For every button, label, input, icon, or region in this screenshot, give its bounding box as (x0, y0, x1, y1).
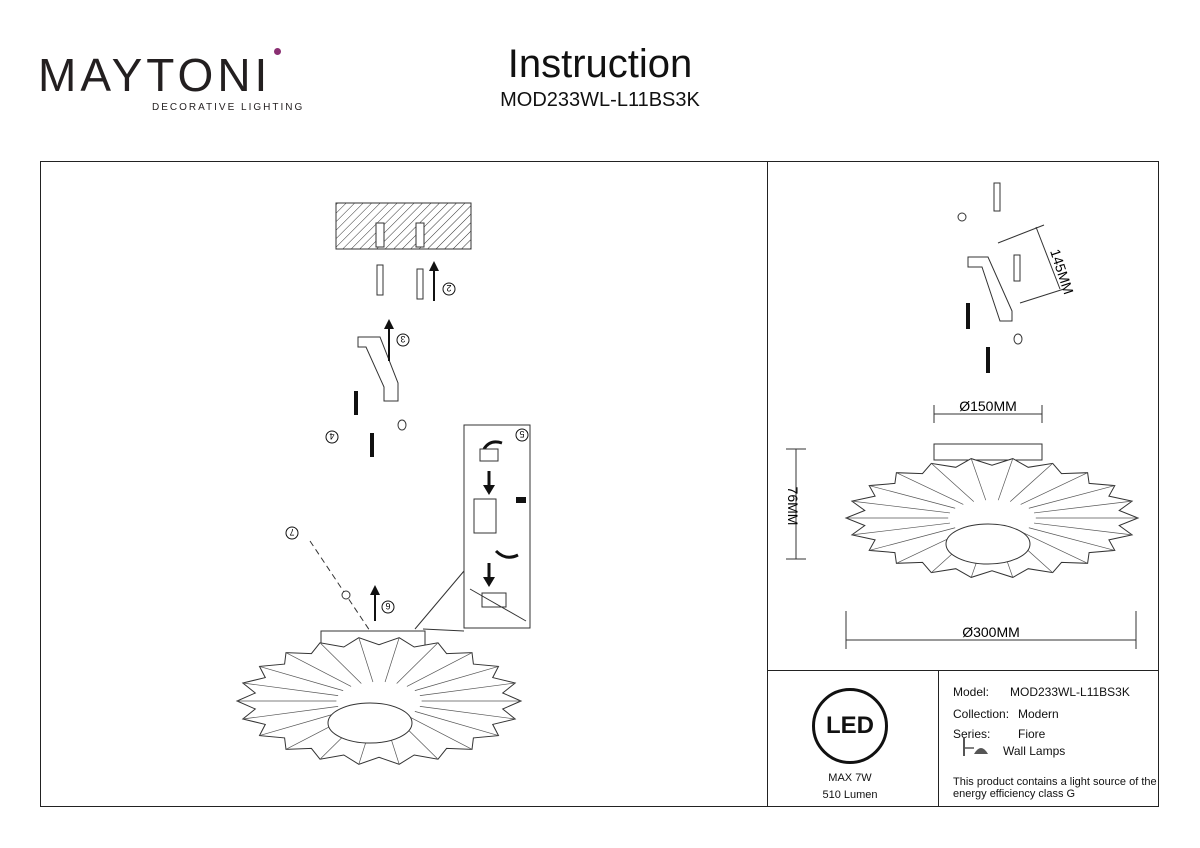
energy-line-2: energy efficiency class G (953, 788, 1076, 800)
mounting-bracket-icon (357, 336, 399, 402)
installation-diagram: 2 3 4 5 7 6 (235, 202, 531, 765)
shade-dimension: Ø300MM (962, 624, 1020, 640)
lamp-type: Wall Lamps (1003, 744, 1066, 758)
step-2-label: 2 (446, 283, 451, 293)
step-3-label: 3 (400, 334, 405, 344)
bracket-dimension: 145MM (1047, 247, 1077, 296)
energy-line-1: This product contains a light source of … (953, 776, 1157, 788)
screw-icon (354, 391, 407, 457)
divider-horizontal (767, 670, 1159, 671)
series-value: Fiore (1018, 727, 1046, 741)
lumen-rating: 510 Lumen (822, 789, 878, 801)
instruction-frame (40, 161, 1159, 807)
brand-tagline: DECORATIVE LIGHTING (152, 102, 305, 113)
logo-dot-icon (274, 48, 281, 55)
step-7-label: 7 (289, 527, 294, 537)
divider-spec (938, 670, 939, 807)
pleated-shade-icon (235, 637, 523, 765)
height-dimension: 76MM (785, 487, 801, 526)
wall-anchor-icon (376, 264, 424, 300)
model-label: Model: (953, 685, 990, 699)
power-rating: MAX 7W (828, 772, 872, 784)
collection-label: Collection: (953, 707, 1010, 721)
wall-hatch (335, 202, 472, 250)
divider-vertical (767, 161, 768, 807)
collection-value: Modern (1018, 707, 1059, 721)
dimensions-diagram: 145MM Ø150MM 76MM Ø300MM (785, 182, 1140, 649)
brand-logo: MAYTONI (38, 49, 272, 101)
wall-lamp-icon (963, 738, 988, 756)
step-4-label: 4 (329, 431, 334, 441)
bracket-detail-icon (957, 182, 1065, 373)
base-dimension: Ø150MM (959, 398, 1017, 414)
step-6-label: 6 (385, 601, 390, 611)
model-subtitle: MOD233WL-L11BS3K (500, 89, 700, 111)
series-label: Series: (953, 727, 991, 741)
step-5-label: 5 (519, 429, 524, 439)
pleated-shade-right-icon (844, 458, 1140, 578)
led-badge: LED (812, 688, 888, 764)
model-value: MOD233WL-L11BS3K (1010, 685, 1130, 699)
lamp-base-right (933, 443, 1043, 461)
page-title: Instruction (507, 42, 693, 86)
